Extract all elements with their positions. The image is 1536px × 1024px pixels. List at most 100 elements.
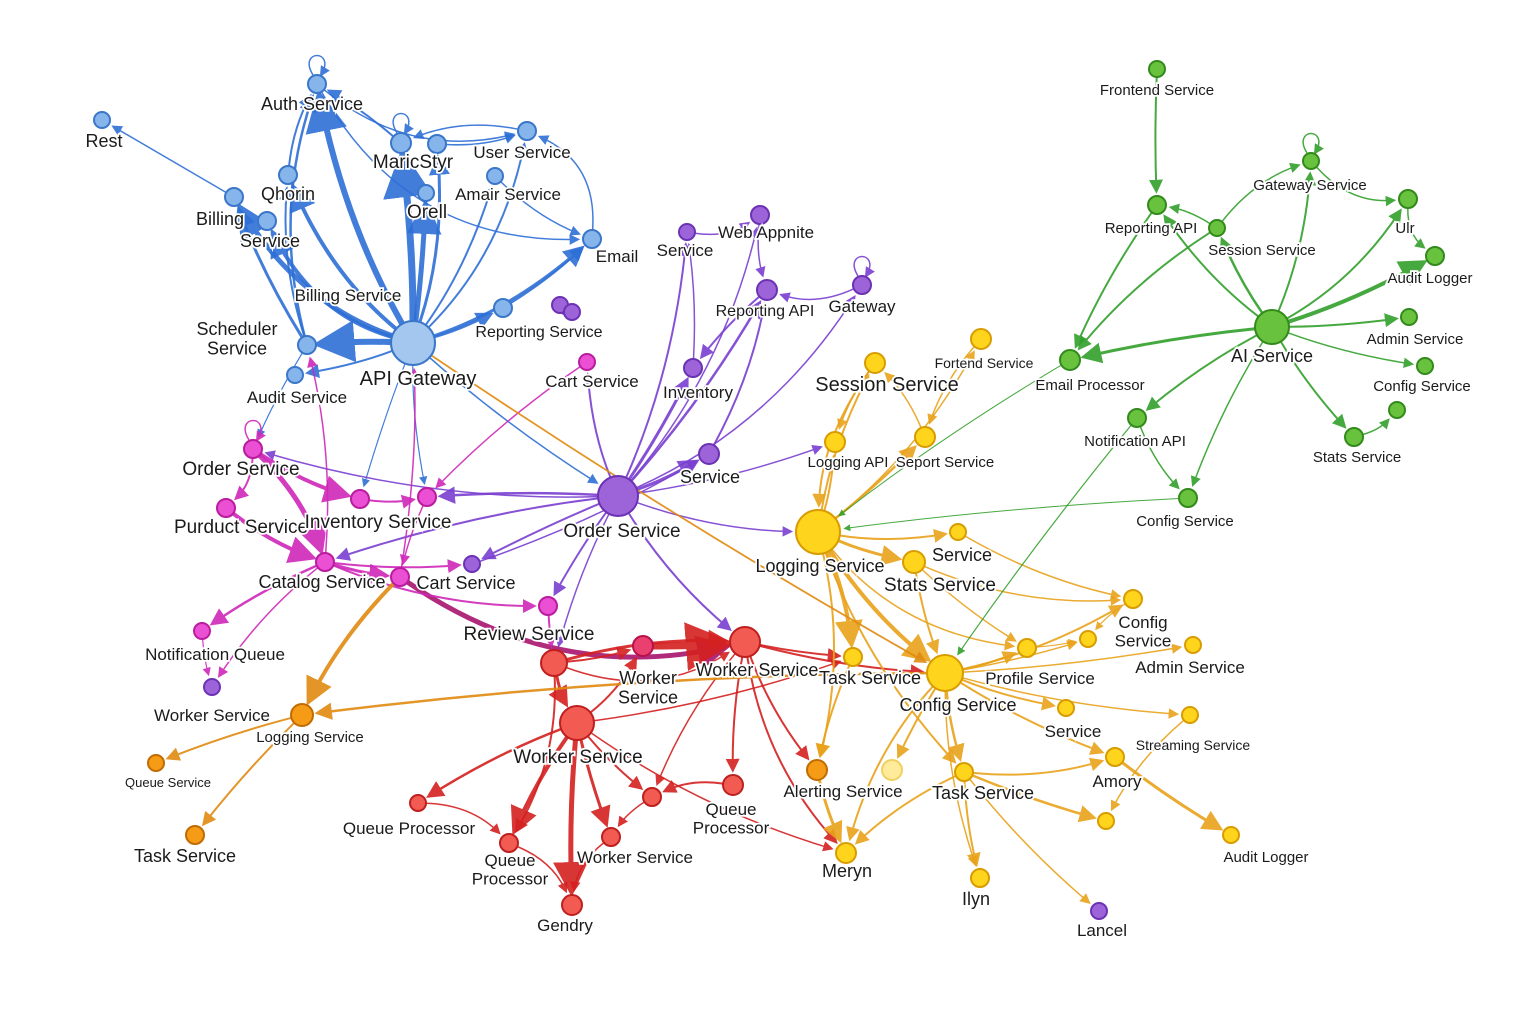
node-gwserv[interactable]: [1302, 152, 1320, 170]
node-fortend[interactable]: [970, 328, 992, 350]
node-bservice[interactable]: [257, 211, 277, 231]
node-qhorin[interactable]: [278, 165, 298, 185]
node-user[interactable]: [517, 121, 537, 141]
node-lancel[interactable]: [1090, 902, 1108, 920]
node-amory[interactable]: [1105, 747, 1125, 767]
node-orell[interactable]: [417, 184, 435, 202]
edge-qpl-qpm: [425, 802, 501, 835]
node-qpr1[interactable]: [642, 787, 662, 807]
node-statsg[interactable]: [1344, 427, 1364, 447]
node-alert[interactable]: [806, 759, 828, 781]
node-maric[interactable]: [390, 132, 412, 154]
node-logapi[interactable]: [824, 431, 846, 453]
node-notifapi[interactable]: [1127, 408, 1147, 428]
node-yserv2[interactable]: [1057, 699, 1075, 717]
node-configg2[interactable]: [1178, 488, 1198, 508]
node-ai[interactable]: [1254, 309, 1290, 345]
node-qpm[interactable]: [499, 833, 519, 853]
node-wbot[interactable]: [601, 827, 621, 847]
node-ulr[interactable]: [1398, 189, 1418, 209]
node-sched[interactable]: [297, 335, 317, 355]
node-cart2[interactable]: [390, 567, 410, 587]
node-rr[interactable]: [540, 649, 568, 677]
node-config2[interactable]: [1123, 589, 1143, 609]
node-tasko[interactable]: [185, 825, 205, 845]
node-ynode[interactable]: [1079, 630, 1097, 648]
node-wc[interactable]: [559, 705, 595, 741]
node-inv[interactable]: [683, 358, 703, 378]
node-invs1[interactable]: [350, 489, 370, 509]
node-ly[interactable]: [795, 509, 841, 555]
node-qpl[interactable]: [409, 794, 427, 812]
node-pgw[interactable]: [852, 275, 872, 295]
node-label-catalog: Catalog Service: [258, 572, 385, 592]
edge-cb-meryn: [846, 685, 934, 842]
node-rest[interactable]: [93, 111, 111, 129]
node-crims[interactable]: [632, 635, 654, 657]
node-ilyn[interactable]: [970, 868, 990, 888]
node-wb[interactable]: [729, 626, 761, 658]
node-sessg[interactable]: [1208, 219, 1226, 237]
node-auditbr[interactable]: [1222, 826, 1240, 844]
node-ysmall[interactable]: [949, 523, 967, 541]
node-pale1[interactable]: [881, 759, 903, 781]
node-workerp[interactable]: [203, 678, 221, 696]
node-repserv[interactable]: [493, 298, 513, 318]
edge-purduct-catalog: [231, 511, 318, 564]
node-sessy[interactable]: [864, 352, 886, 374]
node-email[interactable]: [582, 229, 602, 249]
node-stream[interactable]: [1181, 706, 1199, 724]
node-cartp[interactable]: [463, 555, 481, 573]
node-meryn[interactable]: [835, 842, 857, 864]
edge-auth-auth: [308, 54, 330, 77]
node-os[interactable]: [597, 475, 639, 517]
node-label-bservice: Service: [240, 231, 300, 251]
node-auditg[interactable]: [1425, 246, 1445, 266]
edge-sessg-repapig: [1168, 203, 1211, 225]
node-reviewm[interactable]: [538, 596, 558, 616]
node-configg[interactable]: [1416, 357, 1434, 375]
node-maric2[interactable]: [427, 134, 447, 154]
node-ynode2[interactable]: [1097, 812, 1115, 830]
node-queues[interactable]: [147, 754, 165, 772]
node-tasky2[interactable]: [954, 762, 974, 782]
node-auditb[interactable]: [286, 366, 304, 384]
node-billing[interactable]: [224, 187, 244, 207]
node-label-workerp: Worker Service: [154, 706, 270, 725]
node-frontend[interactable]: [1148, 60, 1166, 78]
node-stats[interactable]: [902, 550, 926, 574]
node-logo[interactable]: [290, 703, 314, 727]
node-amair[interactable]: [486, 167, 504, 185]
node-adminy[interactable]: [1184, 636, 1202, 654]
node-pp2[interactable]: [563, 303, 581, 321]
node-label-user: User Service: [473, 143, 570, 162]
node-cartm[interactable]: [578, 353, 596, 371]
node-repapig[interactable]: [1147, 195, 1167, 215]
node-label-webapp: Web Appnite: [718, 223, 814, 242]
node-ag[interactable]: [390, 320, 436, 366]
node-qpr2[interactable]: [722, 774, 744, 796]
node-repapi[interactable]: [756, 279, 778, 301]
node-adming[interactable]: [1400, 308, 1418, 326]
node-notifq[interactable]: [193, 622, 211, 640]
node-statsg2[interactable]: [1388, 401, 1406, 419]
node-pserv1[interactable]: [678, 223, 696, 241]
node-purduct[interactable]: [216, 498, 236, 518]
edge-rr-wb: [565, 651, 730, 682]
edge-cartm-invs2: [435, 365, 581, 489]
node-gendry[interactable]: [561, 894, 583, 916]
node-cb[interactable]: [926, 654, 964, 692]
node-pserv2[interactable]: [698, 443, 720, 465]
node-invs2[interactable]: [417, 487, 437, 507]
node-tasky1[interactable]: [843, 647, 863, 667]
node-orderm[interactable]: [243, 439, 263, 459]
node-auth[interactable]: [307, 74, 327, 94]
node-label-notifq: Notification Queue: [145, 645, 285, 664]
edge-logo-queues: [165, 716, 292, 761]
node-seport[interactable]: [914, 426, 936, 448]
node-profile[interactable]: [1017, 638, 1037, 658]
node-emailp[interactable]: [1059, 349, 1081, 371]
node-label-fortend: Fortend Service: [935, 355, 1034, 371]
node-catalog[interactable]: [315, 552, 335, 572]
node-webapp[interactable]: [750, 205, 770, 225]
